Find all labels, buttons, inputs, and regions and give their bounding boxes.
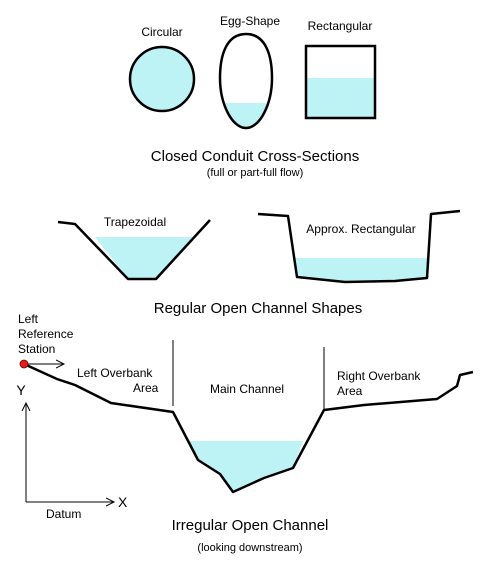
y-axis-label: Y — [16, 382, 26, 398]
left-ref-line2: Reference — [18, 327, 74, 341]
left-overbank-line2: Area — [133, 381, 159, 395]
closed-conduit-subcaption: (full or part-full flow) — [207, 167, 304, 179]
approx-rect-water — [295, 258, 429, 282]
closed-conduit-caption: Closed Conduit Cross-Sections — [151, 148, 359, 165]
left-reference-station-marker — [19, 359, 29, 369]
approx-rect-label: Approx. Rectangular — [306, 222, 415, 236]
irregular-channel-profile — [23, 362, 474, 494]
trapezoidal-label: Trapezoidal — [104, 215, 166, 229]
irregular-open-subcaption: (looking downstream) — [197, 542, 302, 554]
closed-conduits-group: Circular Egg-Shape Rectangular Closed Co… — [128, 14, 377, 179]
circular-label: Circular — [141, 25, 182, 39]
rectangular-conduit — [304, 44, 377, 120]
approx-rect-channel — [257, 209, 461, 284]
left-ref-line3: Station — [18, 342, 55, 356]
rectangular-label: Rectangular — [308, 19, 373, 33]
irregular-open-caption: Irregular Open Channel — [172, 517, 329, 534]
regular-open-caption: Regular Open Channel Shapes — [154, 300, 362, 317]
right-overbank-line2: Area — [337, 384, 363, 398]
rect-water-fill — [307, 78, 374, 118]
x-axis-label: X — [118, 494, 128, 510]
regular-open-channels-group: Trapezoidal Approx. Rectangular Regular … — [57, 209, 461, 317]
egg-shape-label: Egg-Shape — [220, 14, 280, 28]
datum-label: Datum — [46, 507, 81, 521]
irregular-open-channel-group: Left Reference Station Left Overbank Are… — [16, 312, 474, 554]
left-overbank-line1: Left Overbank — [77, 366, 153, 380]
left-ref-line1: Left — [18, 312, 39, 326]
main-channel-label: Main Channel — [210, 382, 284, 396]
right-overbank-line1: Right Overbank — [337, 369, 421, 383]
trapezoidal-channel — [57, 219, 211, 281]
trapezoidal-water — [95, 237, 195, 279]
circular-conduit — [128, 45, 196, 113]
egg-shape-conduit — [218, 32, 274, 130]
irregular-water — [187, 441, 303, 492]
